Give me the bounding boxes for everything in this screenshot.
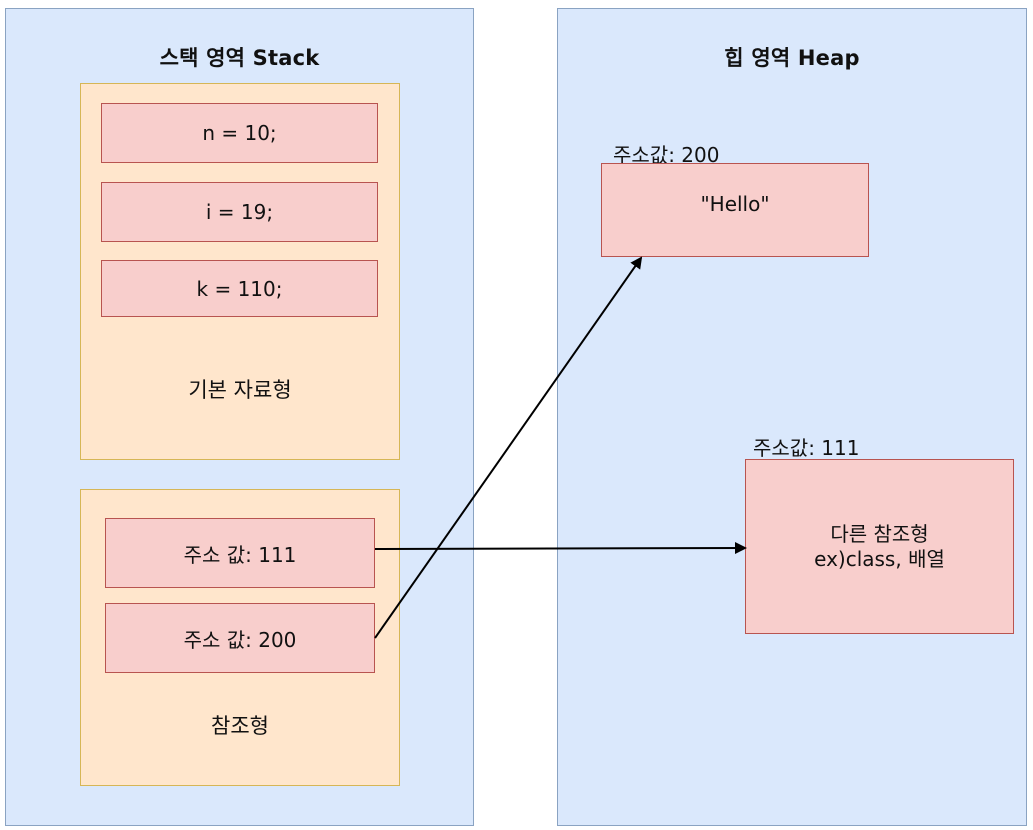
stack-var-n: n = 10; (101, 103, 378, 163)
heap-region: 힙 영역 Heap (557, 8, 1027, 826)
heap-object-hello: "Hello" (601, 163, 869, 257)
heap-object-other-reference-line1: 다른 참조형 (830, 521, 929, 546)
reference-types-label: 참조형 (211, 714, 269, 738)
stack-var-k: k = 110; (101, 260, 378, 317)
primitive-types-label: 기본 자료형 (188, 378, 292, 402)
arrow-to-address-111 (374, 542, 747, 555)
stack-ref-address-200: 주소 값: 200 (105, 603, 375, 673)
heap-object-hello-text: "Hello" (700, 192, 770, 216)
heap-region-title: 힙 영역 Heap (724, 46, 860, 70)
stack-var-i: i = 19; (101, 182, 378, 242)
heap-object-other-reference-line2: ex)class, 배열 (814, 546, 945, 571)
arrow-to-address-200 (374, 256, 643, 639)
stack-region-title: 스택 영역 Stack (159, 46, 320, 70)
stack-ref-address-111: 주소 값: 111 (105, 518, 375, 588)
heap-address-111-label: 주소값: 111 (753, 436, 860, 460)
